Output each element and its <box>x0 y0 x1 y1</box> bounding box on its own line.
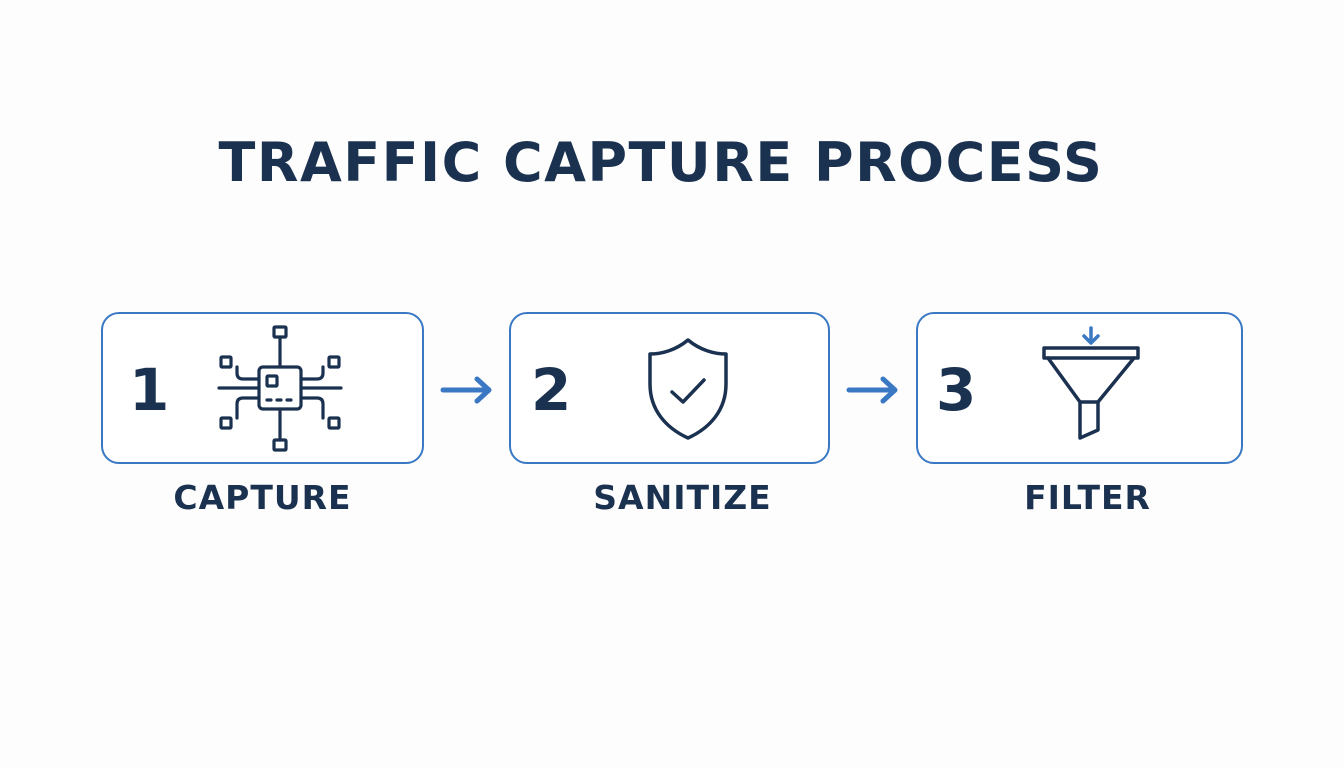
step-label-filter: FILTER <box>1024 478 1151 517</box>
shield-check-icon <box>648 338 728 440</box>
page-title: TRAFFIC CAPTURE PROCESS <box>218 131 1104 194</box>
funnel-icon <box>1042 326 1140 440</box>
step-number: 1 <box>129 356 170 424</box>
step-box-capture: 1 <box>101 312 424 464</box>
step-number: 3 <box>936 356 977 424</box>
step-box-sanitize: 2 <box>509 312 830 464</box>
step-label-sanitize: SANITIZE <box>593 478 772 517</box>
step-box-filter: 3 <box>916 312 1243 464</box>
step-label-capture: CAPTURE <box>173 478 352 517</box>
step-number: 2 <box>531 356 572 424</box>
network-chip-icon <box>217 325 343 452</box>
arrow-right-icon <box>440 376 492 404</box>
arrow-right-icon <box>846 376 898 404</box>
